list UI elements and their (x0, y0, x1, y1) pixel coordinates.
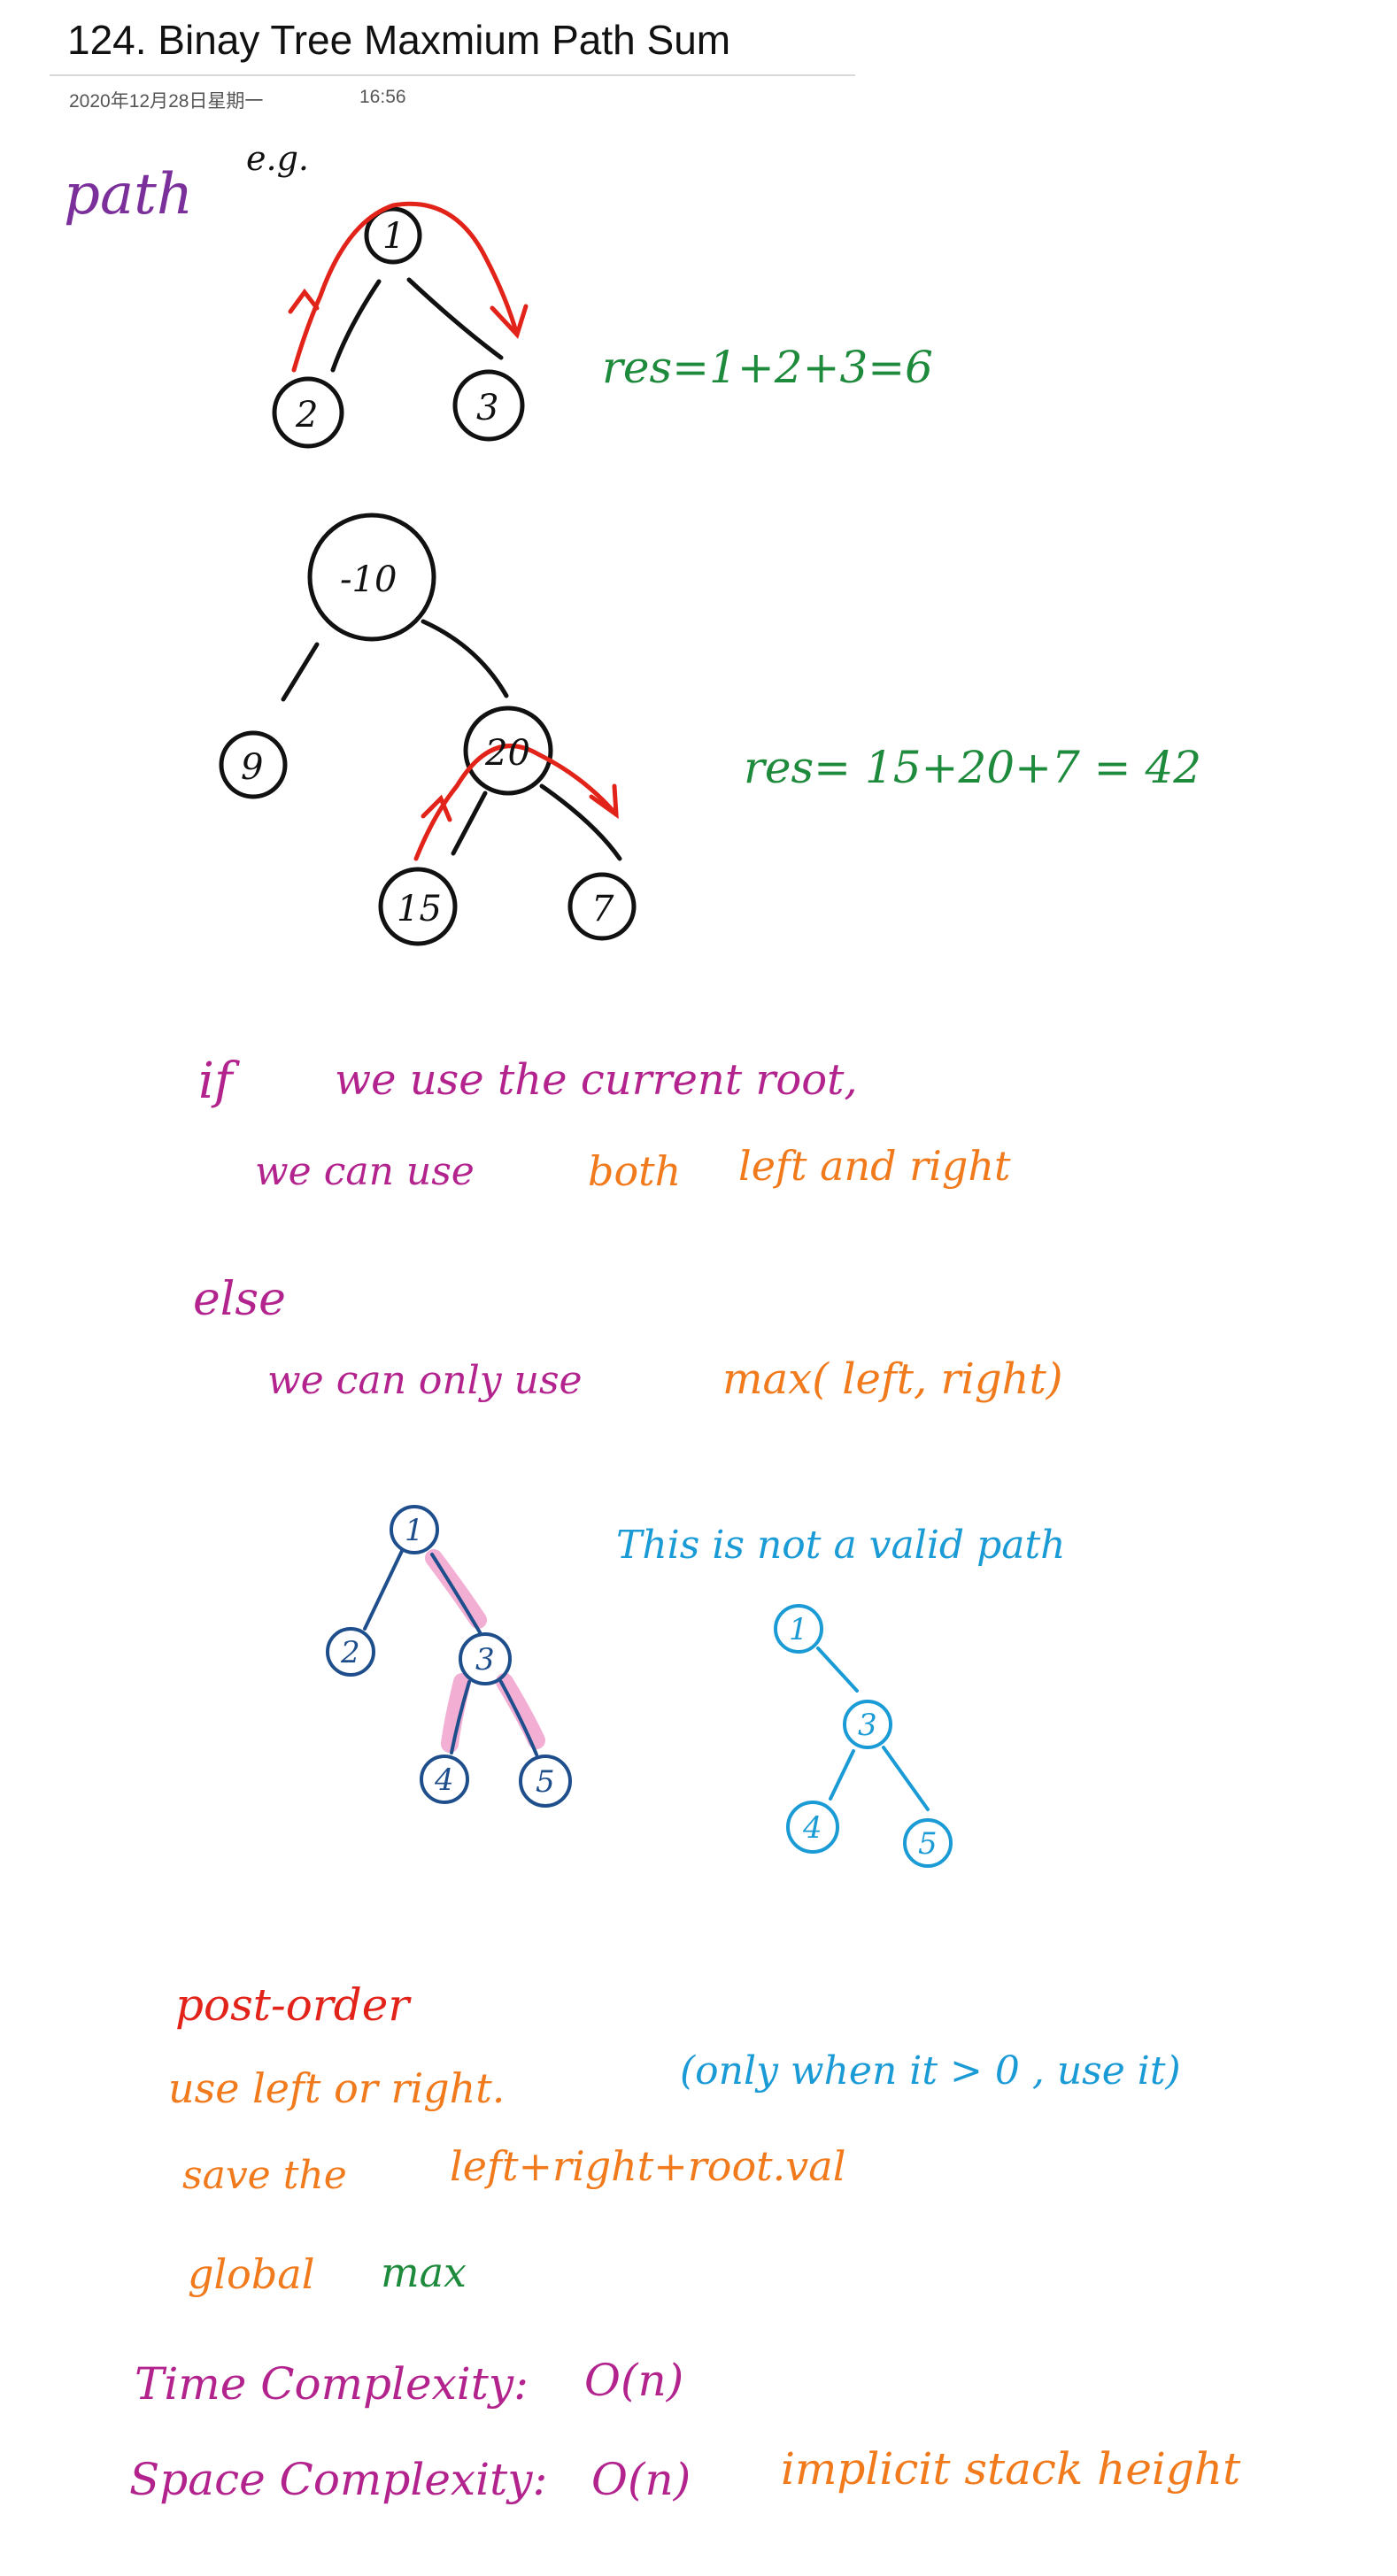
example2-tree (219, 513, 637, 946)
example1-node-left (272, 376, 344, 449)
valid-tree-node-3 (459, 1632, 512, 1685)
title-divider (50, 74, 855, 76)
save-prefix: save the (182, 2153, 347, 2198)
example1-node-right (452, 369, 525, 442)
invalid-tree-edge-3-4 (829, 1749, 855, 1801)
example2-edge-mid (421, 619, 509, 698)
example1-edge-right (406, 277, 504, 360)
valid-tree-node-2 (326, 1627, 375, 1677)
invalid-tree-edge-3-5 (882, 1746, 930, 1811)
save-expression: left+right+root.val (450, 2142, 846, 2190)
left-and-right: left and right (738, 1142, 1011, 1190)
valid-tree-edge-1-3 (430, 1553, 482, 1634)
eg-label: e.g. (246, 139, 309, 178)
example1-arrowhead-up (288, 288, 320, 314)
example2-node-left (219, 730, 288, 799)
example2-node-mid (463, 706, 553, 796)
valid-tree-label-2: 2 (340, 1635, 360, 1670)
example2-node-mid-right (567, 872, 637, 941)
time-complexity-label: Time Complexity: (135, 2358, 529, 2410)
example1-arrowhead-down (490, 304, 529, 339)
valid-tree-edge-3-4 (450, 1680, 471, 1755)
example2-label-mid-right: 7 (591, 889, 614, 929)
page-time: 16:56 (359, 87, 406, 107)
example1-edge-left (330, 279, 382, 373)
example2-node-mid-left (378, 867, 458, 946)
example1-tree (272, 206, 525, 449)
valid-tree-node-1 (390, 1505, 439, 1554)
invalid-tree-labels: 1 3 4 5 (789, 1612, 938, 1862)
example2-labels: -10 9 20 15 7 (241, 559, 614, 929)
space-complexity-value: O(n) (591, 2454, 691, 2505)
valid-tree-edge-1-2 (363, 1549, 404, 1631)
example2-result: res= 15+20+7 = 42 (744, 742, 1202, 793)
max-word: max (381, 2248, 467, 2296)
example2-arrowhead-down (589, 783, 619, 820)
example2-node-root (307, 513, 436, 642)
valid-tree (326, 1505, 572, 1808)
example2-edge-mid-left (451, 791, 488, 856)
example2-label-mid-left: 15 (397, 889, 442, 929)
page-title: 124. Binay Tree Maxmium Path Sum (67, 17, 731, 63)
highlight-edge-3-4 (441, 1673, 471, 1753)
invalid-tree-label-1: 1 (789, 1612, 808, 1647)
example2-label-left: 9 (241, 747, 263, 788)
else-word: else (193, 1273, 286, 1326)
invalid-path-caption: This is not a valid path (616, 1523, 1066, 1568)
use-condition: (only when it > 0 , use it) (680, 2048, 1181, 2094)
post-order-label: post-order (175, 1979, 410, 2031)
invalid-tree-label-5: 5 (918, 1826, 938, 1862)
path-label: path (64, 162, 194, 228)
valid-tree-label-1: 1 (405, 1513, 424, 1548)
valid-tree-label-5: 5 (536, 1764, 555, 1800)
invalid-tree-node-1 (774, 1604, 823, 1654)
invalid-tree-node-4 (786, 1801, 839, 1854)
invalid-tree-edge-1-3 (816, 1647, 859, 1693)
valid-tree-label-3: 3 (475, 1642, 495, 1677)
time-complexity-value: O(n) (584, 2355, 684, 2406)
valid-tree-labels: 1 2 3 4 5 (340, 1513, 555, 1800)
both-prefix: we can use (255, 1149, 475, 1194)
example2-edge-mid-right (539, 783, 622, 861)
example2-label-root: -10 (340, 559, 397, 600)
else-highlight: max( left, right) (722, 1354, 1063, 1404)
example1-result: res=1+2+3=6 (602, 342, 933, 393)
example1-label-right: 3 (476, 388, 498, 428)
invalid-tree-node-3 (843, 1700, 892, 1749)
example2-path-arrows (413, 744, 619, 861)
both-highlight: both (588, 1147, 682, 1195)
if-condition: we use the current root, (335, 1055, 858, 1105)
valid-tree-edge-3-5 (499, 1680, 538, 1756)
example1-labels: 1 2 3 (295, 216, 498, 436)
valid-tree-label-4: 4 (434, 1762, 454, 1798)
example2-arrowhead-up (421, 794, 452, 822)
else-prefix: we can only use (267, 1358, 583, 1403)
global-word: global (188, 2250, 315, 2298)
valid-tree-node-5 (519, 1755, 572, 1808)
invalid-tree-label-3: 3 (858, 1708, 877, 1743)
invalid-tree (774, 1604, 953, 1868)
example1-label-root: 1 (382, 216, 405, 257)
highlight-edge-3-5 (496, 1673, 545, 1749)
example2-label-mid: 20 (484, 733, 530, 774)
example1-label-left: 2 (295, 395, 318, 436)
invalid-tree-node-5 (903, 1818, 953, 1868)
example1-node-root (364, 206, 422, 265)
valid-tree-node-4 (420, 1755, 469, 1804)
use-left-or-right: use left or right. (168, 2064, 506, 2112)
example2-edge-left (281, 642, 320, 702)
example1-path-curve (291, 201, 520, 373)
page-date: 2020年12月28日星期一 (69, 91, 264, 112)
space-complexity-label: Space Complexity: (129, 2454, 548, 2505)
example2-path-curve (413, 744, 619, 861)
invalid-tree-label-4: 4 (802, 1810, 822, 1846)
if-word: if (198, 1053, 233, 1110)
example1-path-arrows (288, 201, 529, 373)
space-complexity-note: implicit stack height (781, 2443, 1241, 2495)
